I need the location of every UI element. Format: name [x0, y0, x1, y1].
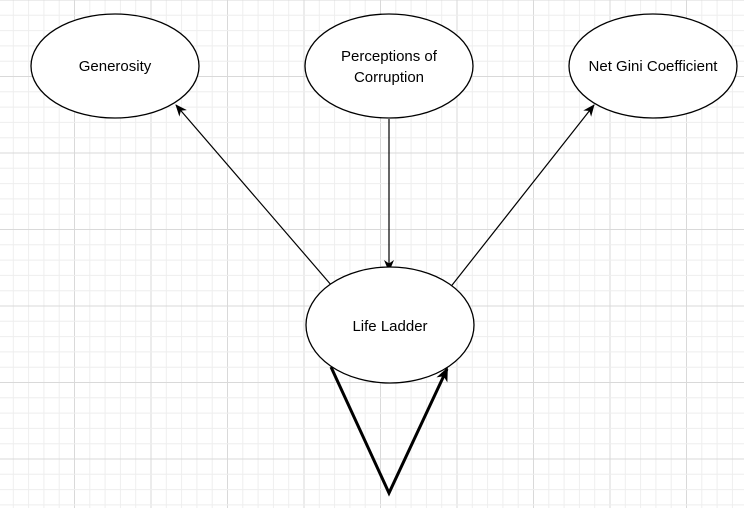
edge-life-ladder-to-net-gini[interactable]	[448, 104, 595, 290]
node-perceptions-of-corruption[interactable]: Perceptions of Corruption	[304, 13, 474, 119]
node-perceptions-label-line2: Corruption	[354, 69, 424, 86]
node-life-ladder[interactable]: Life Ladder	[305, 266, 475, 384]
node-generosity-label: Generosity	[79, 58, 152, 75]
node-perceptions-label-line1: Perceptions of	[341, 48, 438, 65]
node-net-gini-coefficient[interactable]: Net Gini Coefficient	[568, 13, 738, 119]
node-generosity[interactable]: Generosity	[30, 13, 200, 119]
edge-life-ladder-self-loop[interactable]	[329, 366, 449, 497]
node-net-gini-label: Net Gini Coefficient	[589, 58, 719, 75]
node-life-ladder-label: Life Ladder	[352, 318, 427, 335]
edge-life-ladder-to-generosity[interactable]	[175, 104, 333, 287]
